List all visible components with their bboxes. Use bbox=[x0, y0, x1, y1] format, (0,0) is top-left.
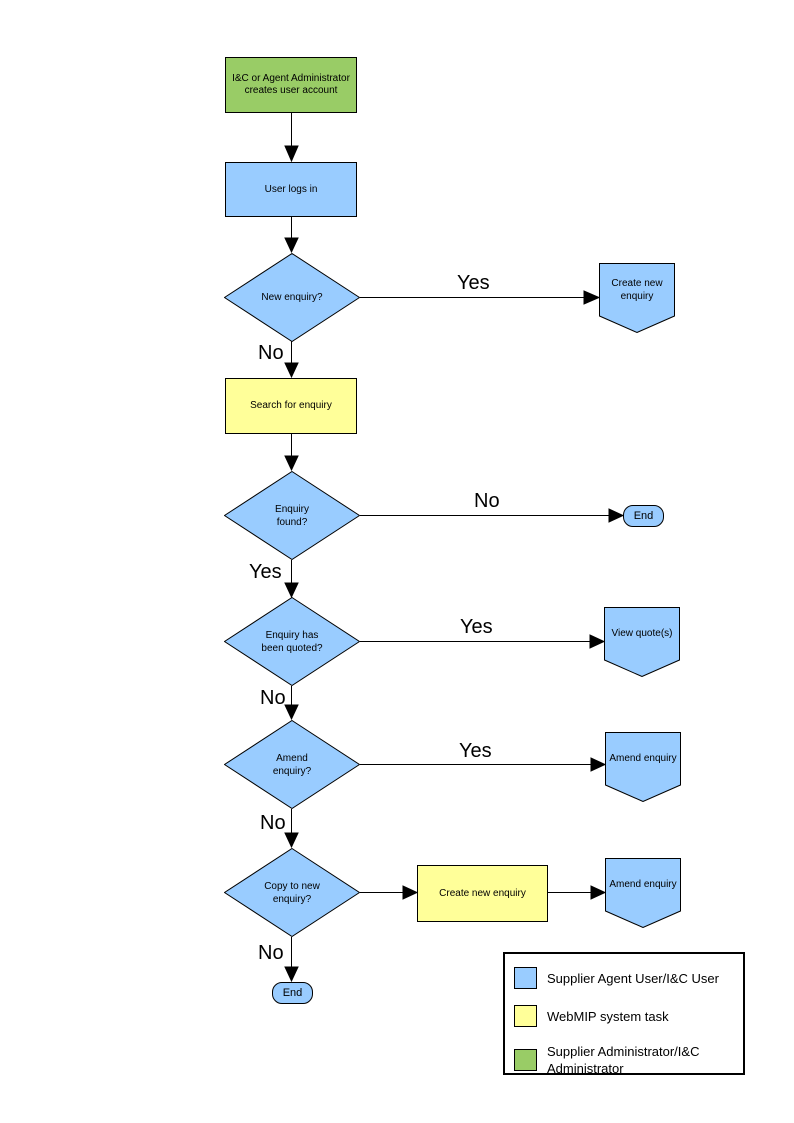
node-view-quotes: View quote(s) bbox=[604, 607, 680, 677]
offpage-shape bbox=[605, 732, 681, 802]
legend-label: Supplier Administrator/I&C Administrator bbox=[547, 1044, 700, 1076]
node-search-for-enquiry: Search for enquiry bbox=[225, 378, 357, 434]
diamond-shape bbox=[224, 597, 360, 686]
diamond-shape bbox=[224, 720, 360, 809]
edge-label-enquiry-found-yes: Yes bbox=[249, 561, 282, 583]
offpage-label: Amend enquiry bbox=[609, 879, 677, 890]
offpage-label: Create new enquiry bbox=[611, 277, 663, 302]
legend: Supplier Agent User/I&C User WebMIP syst… bbox=[503, 952, 745, 1077]
offpage-shape bbox=[599, 263, 675, 333]
offpage-shape bbox=[605, 858, 681, 928]
node-end-bottom: End bbox=[272, 982, 313, 1004]
decision-label: Enquiry found? bbox=[275, 503, 309, 528]
node-enquiry-quoted-decision: Enquiry has been quoted? bbox=[224, 597, 360, 686]
offpage-shape bbox=[604, 607, 680, 677]
node-amend-enquiry-offpage-2: Amend enquiry bbox=[605, 858, 681, 928]
node-enquiry-found-decision: Enquiry found? bbox=[224, 471, 360, 560]
node-copy-to-new-enquiry-decision: Copy to new enquiry? bbox=[224, 848, 360, 937]
legend-swatch-green bbox=[514, 1049, 537, 1071]
node-amend-enquiry-decision: Amend enquiry? bbox=[224, 720, 360, 809]
legend-item-admin: Supplier Administrator/I&C Administrator bbox=[514, 1043, 735, 1077]
node-user-logs-in: User logs in bbox=[225, 162, 357, 217]
legend-swatch-blue bbox=[514, 967, 537, 989]
legend-label: WebMIP system task bbox=[547, 1008, 669, 1024]
node-admin-creates-account: I&C or Agent Administrator creates user … bbox=[225, 57, 357, 113]
legend-item-user: Supplier Agent User/I&C User bbox=[514, 967, 735, 989]
diamond-shape bbox=[224, 848, 360, 937]
edge-label-copy-no: No bbox=[258, 942, 284, 964]
offpage-label: Amend enquiry bbox=[609, 753, 677, 764]
offpage-label: View quote(s) bbox=[611, 628, 673, 639]
edge-label-quoted-yes: Yes bbox=[460, 616, 493, 638]
edge-label-quoted-no: No bbox=[260, 687, 286, 709]
edge-label-new-enquiry-no: No bbox=[258, 342, 284, 364]
edge-label-new-enquiry-yes: Yes bbox=[457, 272, 490, 294]
decision-label: Enquiry has been quoted? bbox=[261, 629, 323, 654]
legend-swatch-yellow bbox=[514, 1005, 537, 1027]
node-amend-enquiry-offpage-1: Amend enquiry bbox=[605, 732, 681, 802]
node-end-right: End bbox=[623, 505, 664, 527]
edge-label-amend-yes: Yes bbox=[459, 740, 492, 762]
legend-label: Supplier Agent User/I&C User bbox=[547, 970, 719, 986]
decision-label: Amend enquiry? bbox=[272, 752, 312, 777]
diamond-shape bbox=[224, 253, 360, 342]
edge-label-enquiry-found-no: No bbox=[474, 490, 500, 512]
diamond-shape bbox=[224, 471, 360, 560]
edge-label-amend-no: No bbox=[260, 812, 286, 834]
legend-item-system: WebMIP system task bbox=[514, 1005, 735, 1027]
decision-label: Copy to new enquiry? bbox=[264, 880, 320, 905]
decision-label: New enquiry? bbox=[261, 292, 323, 303]
node-create-new-enquiry-offpage: Create new enquiry bbox=[599, 263, 675, 333]
node-create-new-enquiry-task: Create new enquiry bbox=[417, 865, 548, 922]
node-new-enquiry-decision: New enquiry? bbox=[224, 253, 360, 342]
